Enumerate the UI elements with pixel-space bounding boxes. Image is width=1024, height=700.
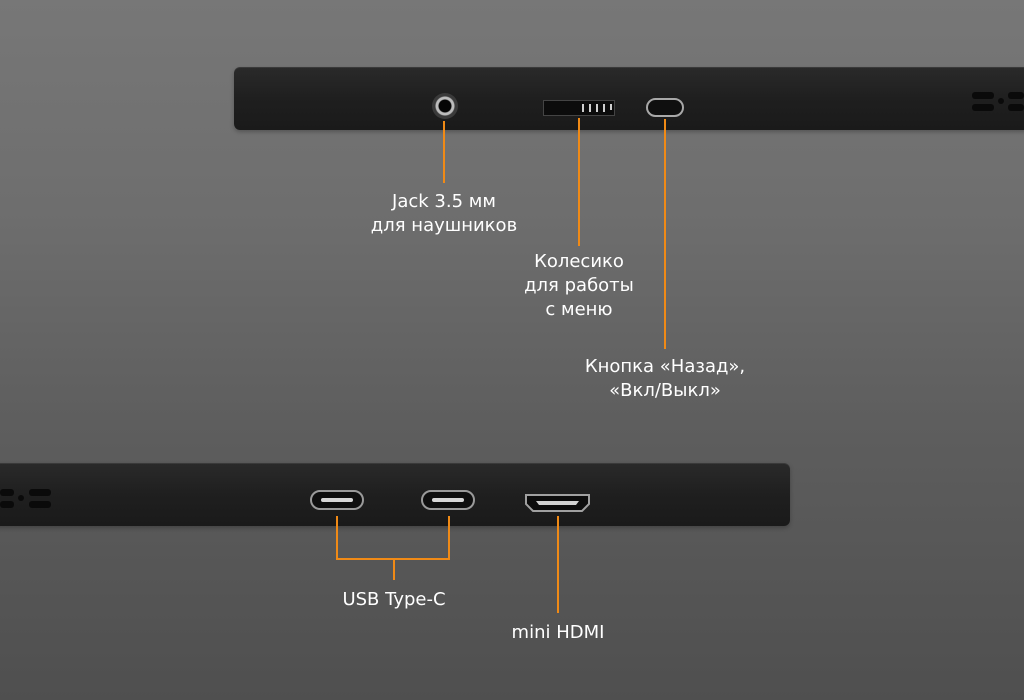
jack-leader-line <box>443 121 445 183</box>
headphone-jack-icon <box>432 93 458 119</box>
monitor-bottom-edge <box>0 463 790 526</box>
mini-hdmi-port-icon <box>525 494 590 512</box>
vent-grille-icon <box>0 487 54 511</box>
hdmi-leader-line <box>557 516 559 613</box>
usb-right-leader-line <box>448 516 450 560</box>
back-button-label: Кнопка «Назад», «Вкл/Выкл» <box>584 356 746 401</box>
power-back-button-icon <box>646 98 684 117</box>
usb-stem-leader-line <box>393 558 395 580</box>
usb-left-leader-line <box>336 516 338 560</box>
jack-label: Jack 3.5 мм для наушников <box>370 191 518 236</box>
usb-c-port-icon <box>310 490 364 510</box>
wheel-leader-line <box>578 118 580 246</box>
usb-c-port-icon <box>421 490 475 510</box>
button-leader-line <box>664 119 666 349</box>
wheel-label: Колесико для работы с меню <box>524 251 634 320</box>
vent-grille-icon <box>970 90 1024 114</box>
monitor-top-edge <box>234 67 1024 130</box>
menu-wheel-icon <box>543 100 615 116</box>
usb-c-label: USB Type-C <box>342 589 446 610</box>
mini-hdmi-label: mini HDMI <box>511 622 605 643</box>
